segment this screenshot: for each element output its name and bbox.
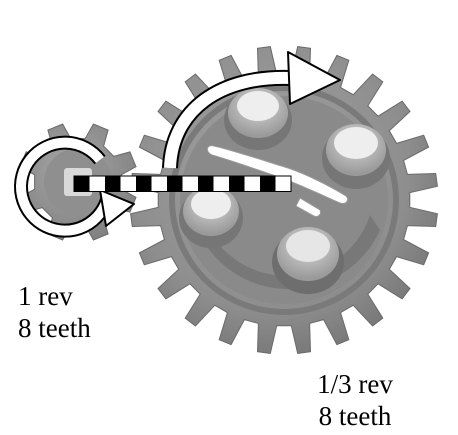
large-gear-teeth-label: 8 teeth: [285, 400, 425, 432]
dashed-line-segment: [167, 176, 183, 192]
small-gear-rev-label: 1 rev: [18, 280, 148, 312]
dashed-radius-line: [74, 176, 291, 192]
large-gear-rev-label: 1/3 rev: [285, 368, 425, 400]
dashed-line-segment: [198, 176, 214, 192]
dashed-line-segment: [74, 176, 90, 192]
large-gear: [131, 47, 438, 354]
dashed-line-segment: [260, 176, 276, 192]
dashed-line-segment: [229, 176, 245, 192]
dashed-line-segment: [136, 176, 152, 192]
small-gear-caption: 1 rev 8 teeth: [18, 280, 148, 344]
dashed-line-segment: [105, 176, 121, 192]
small-gear-teeth-label: 8 teeth: [18, 312, 148, 344]
